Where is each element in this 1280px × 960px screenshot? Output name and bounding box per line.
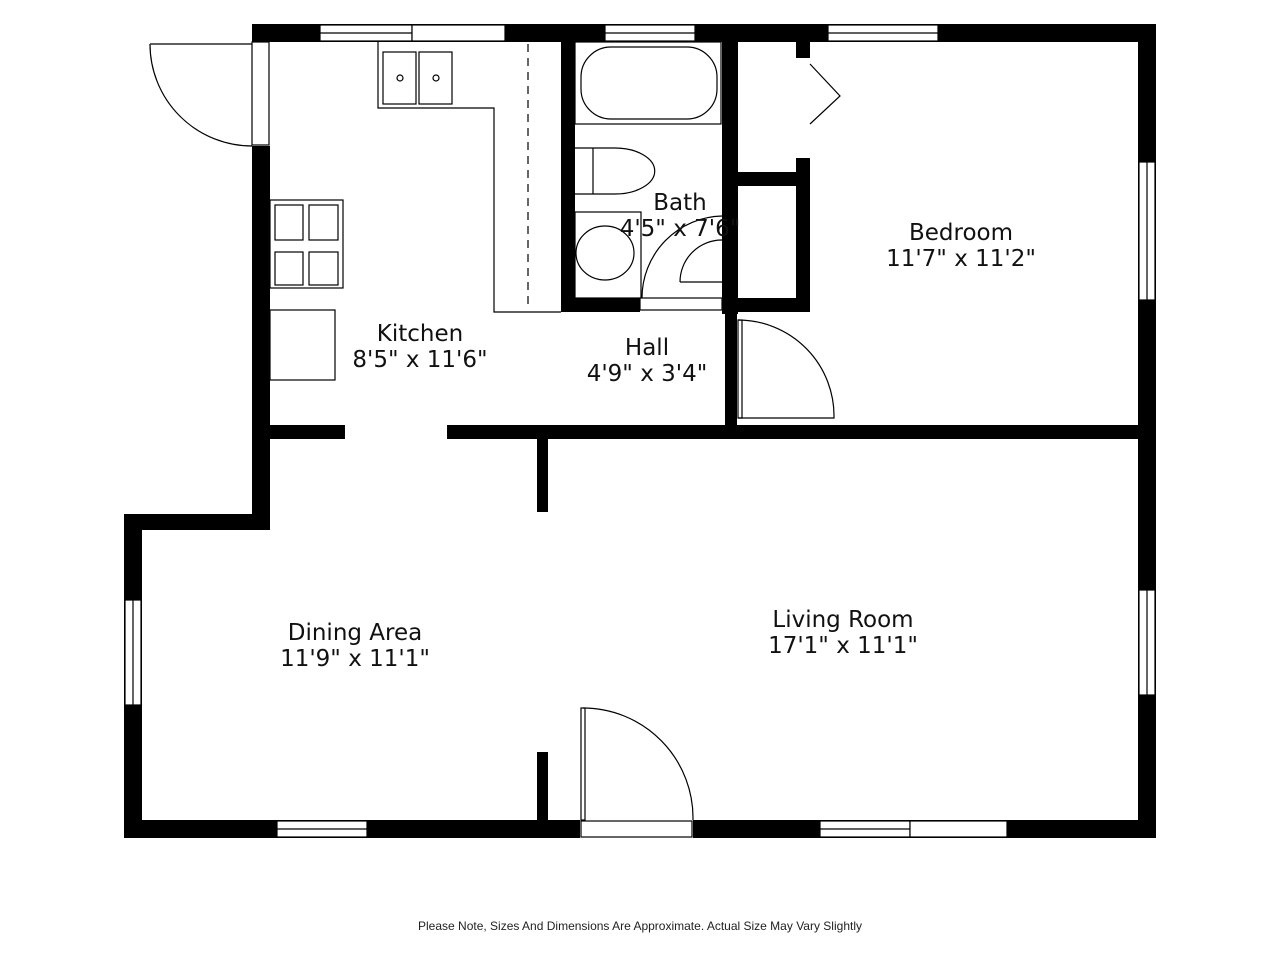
room-dimensions: 11'7" x 11'2" <box>886 246 1036 272</box>
sink-icon <box>382 51 417 105</box>
bathtub-icon <box>574 41 722 125</box>
fixtures <box>269 41 722 381</box>
room-name: Living Room <box>772 607 914 633</box>
room-name: Kitchen <box>376 321 464 347</box>
kitchen-counter <box>377 42 561 313</box>
windows <box>124 24 1156 838</box>
toilet-icon <box>575 147 656 195</box>
stove-icon <box>269 199 344 289</box>
refrigerator-icon <box>269 309 336 381</box>
room-dimensions: 4'9" x 3'4" <box>586 361 708 387</box>
room-name: Hall <box>624 335 670 361</box>
room-dimensions: 17'1" x 11'1" <box>768 633 918 659</box>
room-dimensions: 8'5" x 11'6" <box>352 347 488 373</box>
doors <box>149 41 841 838</box>
walls <box>124 24 1156 838</box>
vanity-icon <box>574 211 642 299</box>
room-dimensions: 4'5" x 7'6" <box>619 216 741 242</box>
room-name: Dining Area <box>287 620 423 646</box>
room-name: Bath <box>653 190 707 216</box>
room-name: Bedroom <box>908 220 1014 246</box>
room-dimensions: 11'9" x 11'1" <box>280 646 430 672</box>
footer-note: Please Note, Sizes And Dimensions Are Ap… <box>418 919 862 933</box>
